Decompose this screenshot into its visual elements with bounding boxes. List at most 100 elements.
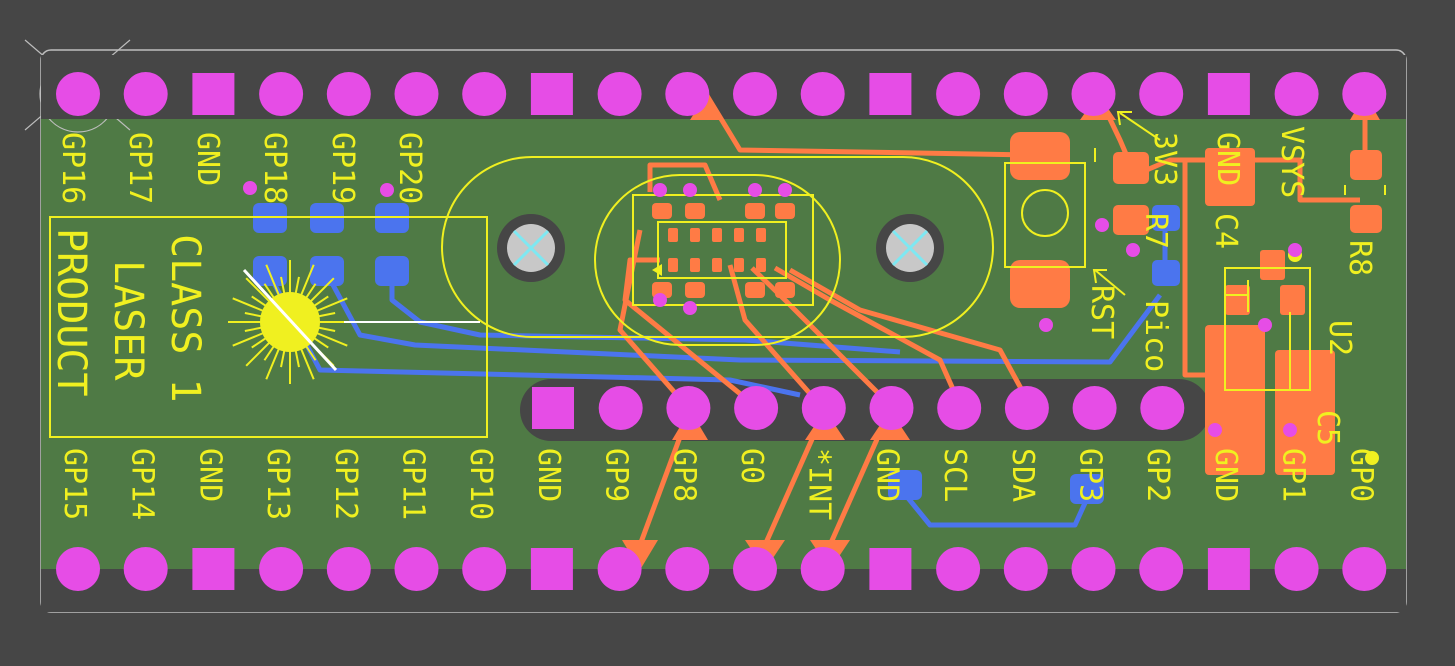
top-pad xyxy=(394,72,439,116)
bottom-pad xyxy=(259,547,304,591)
middle-pad xyxy=(801,386,846,430)
middle-pad xyxy=(598,386,643,430)
top-label-gp18: GP18 xyxy=(257,132,292,204)
top-pad xyxy=(1071,72,1116,116)
front-copper-traces xyxy=(617,92,1368,547)
bottom-pad xyxy=(1342,547,1387,591)
bottom-header-pads xyxy=(56,547,1387,591)
bottom-pad xyxy=(1139,547,1184,591)
top-pad xyxy=(1003,72,1048,116)
vias xyxy=(243,181,1302,437)
bottom-pad xyxy=(56,547,100,591)
middle-pad xyxy=(1004,386,1049,430)
top-pad xyxy=(259,72,304,116)
laser-line-3: PRODUCT xyxy=(48,228,94,397)
top-label-gnd-right: GND xyxy=(1210,132,1245,186)
bottom-label: GND xyxy=(1208,448,1243,502)
front-copper-pads xyxy=(1010,132,1382,475)
top-pad xyxy=(192,73,235,115)
bottom-label: GP0 xyxy=(1343,448,1378,502)
bottom-label: GP10 xyxy=(463,448,498,520)
middle-pad xyxy=(937,386,982,430)
top-label-gp16: GP16 xyxy=(55,132,90,204)
ref-r7: R7 xyxy=(1138,213,1173,249)
bottom-pad xyxy=(1003,547,1048,591)
mounting-hole-right xyxy=(876,214,944,282)
top-pad xyxy=(530,73,573,115)
top-pad xyxy=(1139,72,1184,116)
top-pad xyxy=(326,72,371,116)
top-pad xyxy=(1342,72,1387,116)
bottom-pad xyxy=(1274,547,1319,591)
top-label-gp20: GP20 xyxy=(392,132,427,204)
top-label-3v3: 3V3 xyxy=(1147,132,1182,186)
middle-pad xyxy=(1140,386,1185,430)
bottom-pad xyxy=(1071,547,1116,591)
top-pad xyxy=(123,72,168,116)
bottom-label-row: GP15 GP14 GND GP13 GP12 GP11 GP10 GND GP9 GP8 G0 *I… xyxy=(57,448,1378,520)
top-label-gnd: GND xyxy=(190,132,225,186)
middle-pad xyxy=(734,386,779,430)
bottom-pad xyxy=(800,547,845,591)
top-pad xyxy=(1207,73,1250,115)
pin1-marker xyxy=(652,264,662,276)
bottom-label: GP12 xyxy=(328,448,363,520)
bottom-label: GP9 xyxy=(599,448,634,502)
bottom-label: GND xyxy=(531,448,566,502)
bottom-pad xyxy=(665,547,710,591)
bottom-label: GND xyxy=(192,448,227,502)
silkscreen-outlines xyxy=(49,148,1311,438)
bottom-pad xyxy=(394,547,439,591)
mounting-hole-left xyxy=(497,214,565,282)
top-pad xyxy=(800,72,845,116)
bottom-pad xyxy=(326,547,371,591)
ref-u2: U2 xyxy=(1322,320,1357,356)
bottom-label: GP15 xyxy=(57,448,92,520)
sensor-pads xyxy=(652,203,795,298)
bottom-pad xyxy=(1207,548,1250,590)
middle-pad xyxy=(869,386,914,430)
bottom-label: GP8 xyxy=(666,448,701,502)
bottom-label: GP2 xyxy=(1140,448,1175,502)
bottom-label: *INT xyxy=(802,448,837,520)
ref-r8: R8 xyxy=(1342,240,1377,276)
bottom-label: GP13 xyxy=(260,448,295,520)
silkscreen-arrows xyxy=(1092,111,1161,296)
top-pad xyxy=(733,72,777,116)
top-pad xyxy=(869,73,912,115)
middle-pad xyxy=(666,386,711,430)
bottom-label: G0 xyxy=(734,448,769,484)
top-pad xyxy=(1274,72,1319,116)
bottom-pad xyxy=(733,547,777,591)
ref-c4: C4 xyxy=(1208,213,1243,249)
r8-outline xyxy=(1344,185,1386,195)
top-pad xyxy=(597,72,642,116)
top-pad xyxy=(936,72,981,116)
pico-label: Pico xyxy=(1138,300,1173,372)
bottom-pad xyxy=(462,547,507,591)
bottom-pad xyxy=(869,548,912,590)
bottom-label: GP3 xyxy=(1073,448,1108,502)
bottom-label: GND xyxy=(869,448,904,502)
board-substrate xyxy=(41,55,1406,569)
bottom-label: GP11 xyxy=(396,448,431,520)
top-pad xyxy=(56,72,100,116)
laser-beam-line xyxy=(242,268,338,372)
bottom-label: SDA xyxy=(1005,448,1040,502)
top-pad xyxy=(462,72,507,116)
laser-line-1: CLASS 1 xyxy=(162,234,208,403)
bottom-label: GP14 xyxy=(125,448,160,520)
gp0-dot xyxy=(1365,451,1379,465)
top-label-vsys: VSYS xyxy=(1274,126,1309,198)
middle-header-pads xyxy=(532,386,1185,430)
top-pad xyxy=(665,72,710,116)
middle-pad xyxy=(532,387,574,429)
bottom-pad xyxy=(936,547,981,591)
bottom-pad xyxy=(597,547,642,591)
top-label-gp19: GP19 xyxy=(325,132,360,204)
middle-pad xyxy=(1072,386,1117,430)
top-header-pads xyxy=(56,72,1387,116)
bottom-label: GP1 xyxy=(1276,448,1311,502)
